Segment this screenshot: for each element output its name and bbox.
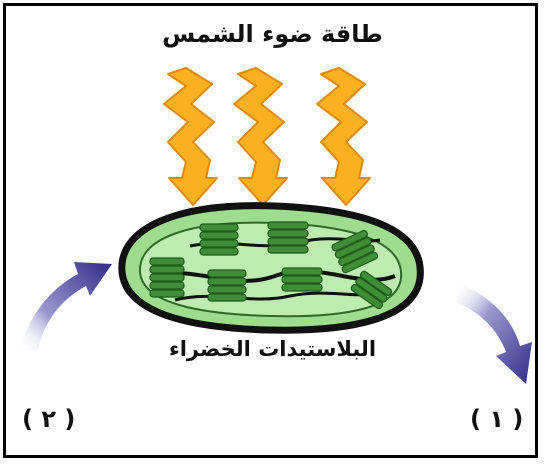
- sunlight-ray-icon: [234, 68, 287, 205]
- step-label-right: ( ١ ): [470, 405, 523, 433]
- sunlight-ray-icon: [317, 68, 370, 205]
- sunlight-ray-icon: [164, 68, 217, 205]
- chloroplast-icon: [122, 206, 421, 331]
- diagram-title: طاقة ضوء الشمس: [0, 20, 545, 48]
- step-label-left: ( ٢ ): [22, 405, 75, 433]
- curved-arrow-icon: [456, 284, 532, 384]
- chloroplast-label: البلاستيدات الخضراء: [0, 337, 545, 361]
- sunlight-rays: [164, 68, 370, 205]
